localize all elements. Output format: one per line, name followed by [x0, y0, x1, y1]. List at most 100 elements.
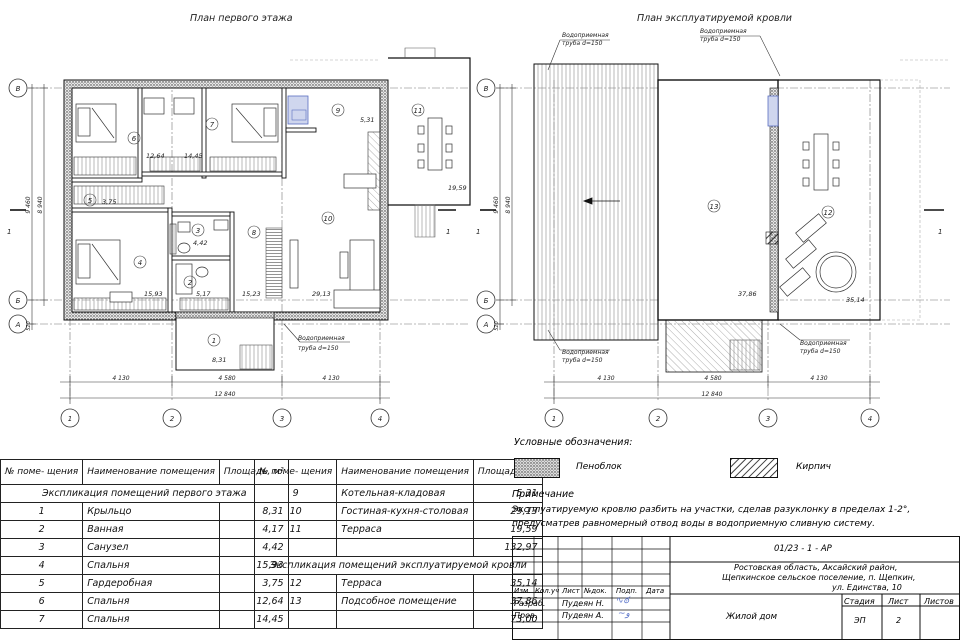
- svg-text:Водоприемная: Водоприемная: [700, 28, 747, 35]
- stage-value: ЭП: [854, 616, 866, 625]
- rooms-table-roof: № поме- щения Наименование помещения Пло…: [253, 459, 543, 629]
- drawing-title: Жилой дом: [726, 612, 778, 622]
- svg-text:3,75: 3,75: [102, 198, 116, 206]
- svg-text:14,45: 14,45: [184, 152, 203, 160]
- svg-text:4: 4: [868, 415, 872, 423]
- signature-1: ∿ఠ: [616, 596, 629, 606]
- ground-plan-title: План первого этажа: [190, 13, 293, 24]
- drain-label: Водоприемная: [298, 335, 345, 342]
- svg-text:9 460: 9 460: [493, 196, 500, 213]
- svg-text:3: 3: [766, 415, 770, 423]
- svg-text:520: 520: [494, 321, 500, 331]
- svg-text:1: 1: [938, 228, 942, 236]
- foam-swatch: [514, 458, 560, 478]
- legend-foam-label: Пеноблок: [576, 462, 622, 472]
- axis-label: 1: [68, 415, 72, 423]
- svg-text:11: 11: [414, 107, 423, 115]
- svg-text:Б: Б: [484, 297, 489, 305]
- svg-text:2: 2: [170, 415, 175, 423]
- axis-marker: [60, 408, 80, 428]
- dim-label: 4 130: [112, 375, 129, 382]
- col-header-num: № поме- щения: [0, 459, 84, 485]
- role-developer: Разраб.: [514, 599, 546, 608]
- svg-text:5: 5: [88, 197, 93, 205]
- svg-text:35,14: 35,14: [846, 296, 865, 304]
- svg-text:4 130: 4 130: [322, 375, 339, 382]
- note-title: Примечание: [512, 489, 575, 500]
- table-section-title: Экспликация помещений эксплуатируемой кр…: [254, 556, 543, 575]
- svg-text:труба d=150: труба d=150: [800, 348, 841, 355]
- svg-text:4 580: 4 580: [704, 375, 721, 382]
- svg-text:1: 1: [552, 415, 556, 423]
- table-total: 73,00: [253, 610, 543, 629]
- svg-text:12 840: 12 840: [702, 391, 723, 398]
- svg-text:8,31: 8,31: [212, 356, 226, 364]
- brick-swatch: [730, 458, 778, 478]
- section-mark: 1: [7, 228, 11, 236]
- svg-text:1: 1: [476, 228, 480, 236]
- table-section-title: Экспликация помещений первого этажа: [0, 484, 289, 503]
- title-block: 01/23 - 1 - АР Ростовская область, Аксай…: [512, 536, 960, 640]
- svg-text:10: 10: [324, 215, 333, 223]
- address-line-1: Ростовская область, Аксайский район,: [734, 563, 898, 572]
- legend-title: Условные обозначения:: [514, 437, 633, 448]
- table-total: 132,97: [253, 538, 543, 557]
- svg-text:труба d=150: труба d=150: [562, 40, 603, 47]
- svg-text:4 130: 4 130: [810, 375, 827, 382]
- sheet-value: 2: [896, 616, 902, 625]
- room-number: 6: [132, 135, 137, 143]
- ground-floor-plan: [8, 47, 471, 428]
- svg-text:8 940: 8 940: [505, 196, 512, 213]
- svg-text:2: 2: [188, 279, 193, 287]
- svg-text:1: 1: [212, 337, 216, 345]
- svg-text:8 940: 8 940: [37, 196, 44, 213]
- address-line-3: ул. Единства, 10: [832, 583, 902, 592]
- svg-text:15,23: 15,23: [242, 290, 261, 298]
- svg-text:9: 9: [336, 107, 341, 115]
- svg-text:В: В: [16, 85, 21, 93]
- room-area: 12,64: [146, 152, 165, 160]
- svg-text:12: 12: [824, 209, 833, 217]
- svg-text:4 130: 4 130: [597, 375, 614, 382]
- svg-text:3: 3: [280, 415, 284, 423]
- col-header-name: Наименование помещения: [82, 459, 220, 485]
- svg-text:19,59: 19,59: [448, 184, 467, 192]
- signature-2: ~ﻭ: [618, 609, 630, 619]
- svg-text:29,13: 29,13: [312, 290, 331, 298]
- svg-text:4: 4: [138, 259, 142, 267]
- svg-text:37,86: 37,86: [738, 290, 757, 298]
- checker-name: Пудеян А.: [562, 611, 604, 620]
- svg-text:труба d=150: труба d=150: [700, 36, 741, 43]
- developer-name: Пудеян Н.: [562, 599, 605, 608]
- svg-text:8: 8: [252, 229, 257, 237]
- svg-text:5,31: 5,31: [360, 116, 374, 124]
- svg-text:Б: Б: [16, 297, 21, 305]
- legend-brick-label: Кирпич: [796, 462, 832, 472]
- drawing-area: План первого этажа План эксплуатируемой …: [7, 13, 950, 428]
- svg-text:4,42: 4,42: [193, 239, 207, 247]
- svg-text:Водоприемная: Водоприемная: [800, 340, 847, 347]
- svg-text:5,17: 5,17: [196, 290, 211, 298]
- plans-svg: 1 2 3 4 В Б А 1 2 3 4 В Б А 4 130 4 580 …: [7, 28, 950, 428]
- svg-text:9 460: 9 460: [25, 196, 32, 213]
- svg-text:Водоприемная: Водоприемная: [562, 349, 609, 356]
- svg-text:А: А: [483, 321, 489, 329]
- svg-text:12 840: 12 840: [215, 391, 236, 398]
- svg-text:4: 4: [378, 415, 382, 423]
- svg-text:А: А: [15, 321, 21, 329]
- svg-text:1: 1: [446, 228, 450, 236]
- note-text: Эксплуатируемую кровлю разбить на участк…: [512, 505, 911, 529]
- svg-text:13: 13: [710, 203, 719, 211]
- address-line-2: Щепкинское сельское поселение, п. Щепкин…: [722, 573, 916, 582]
- role-checker: Пров.: [514, 611, 538, 620]
